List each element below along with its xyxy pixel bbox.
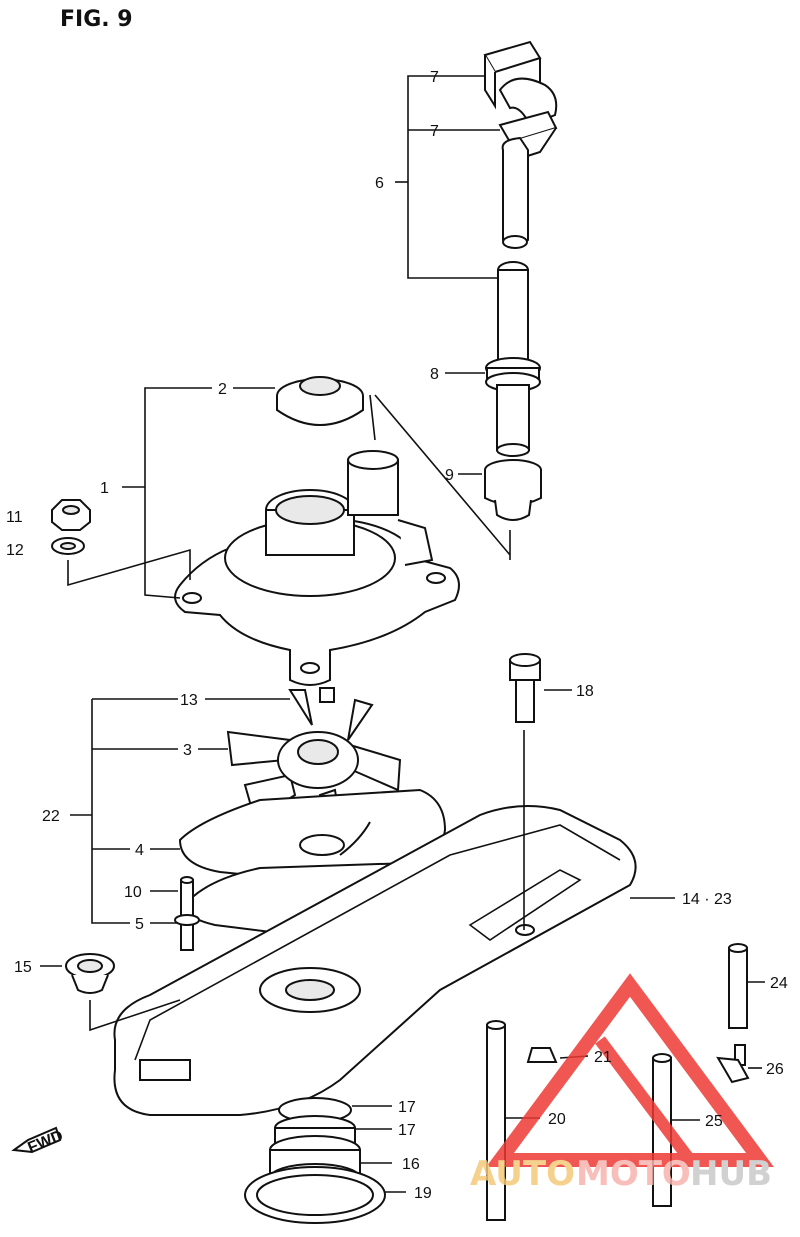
callout-8: 8 bbox=[430, 366, 439, 383]
callout-14-23: 14 · 23 bbox=[682, 891, 732, 908]
callout-7-lower: 7 bbox=[430, 123, 439, 140]
nut-washer-parts bbox=[51, 499, 91, 555]
base-plate-part bbox=[113, 805, 637, 1116]
callout-5: 5 bbox=[135, 916, 144, 933]
seal-part bbox=[276, 376, 364, 426]
callout-25: 25 bbox=[705, 1113, 723, 1130]
fwd-arrow-icon: FWD bbox=[11, 1126, 66, 1157]
callout-15: 15 bbox=[14, 959, 32, 976]
callout-11: 11 bbox=[6, 509, 23, 526]
callout-17-lower: 17 bbox=[398, 1122, 416, 1139]
callout-13: 13 bbox=[180, 692, 198, 709]
stud-bolt-parts bbox=[174, 653, 541, 951]
callout-9: 9 bbox=[445, 467, 454, 484]
callout-20: 20 bbox=[548, 1111, 566, 1128]
hose-assembly bbox=[483, 40, 558, 521]
callout-12: 12 bbox=[6, 542, 24, 559]
callout-22: 22 bbox=[42, 808, 60, 825]
watermark-auto: AUTO bbox=[470, 1154, 575, 1194]
pipe-parts bbox=[486, 943, 750, 1221]
lower-seal-parts bbox=[244, 1097, 386, 1224]
callout-18: 18 bbox=[576, 683, 594, 700]
callout-3: 3 bbox=[183, 742, 192, 759]
callout-24: 24 bbox=[770, 975, 788, 992]
callout-1: 1 bbox=[100, 480, 109, 497]
callout-19: 19 bbox=[414, 1185, 432, 1202]
figure-title: FIG. 9 bbox=[60, 7, 133, 32]
automotohub-watermark: AUTO MOTO HUB bbox=[470, 973, 774, 1194]
pump-case-part bbox=[174, 450, 460, 703]
grommet-part bbox=[65, 953, 115, 994]
callout-2: 2 bbox=[218, 381, 227, 398]
watermark-moto: MOTO bbox=[576, 1154, 691, 1194]
callout-labels: 7 7 6 8 9 2 1 11 12 13 3 22 4 10 5 18 14… bbox=[6, 69, 788, 1202]
callout-10: 10 bbox=[124, 884, 142, 901]
callout-7-upper: 7 bbox=[430, 69, 439, 86]
callout-16: 16 bbox=[402, 1156, 420, 1173]
watermark-hub: HUB bbox=[690, 1154, 772, 1194]
callout-21: 21 bbox=[594, 1049, 612, 1066]
callout-4: 4 bbox=[135, 842, 144, 859]
callout-17-upper: 17 bbox=[398, 1099, 416, 1116]
leader-lines bbox=[40, 75, 765, 1193]
callout-26: 26 bbox=[766, 1061, 784, 1078]
callout-6: 6 bbox=[375, 175, 384, 192]
